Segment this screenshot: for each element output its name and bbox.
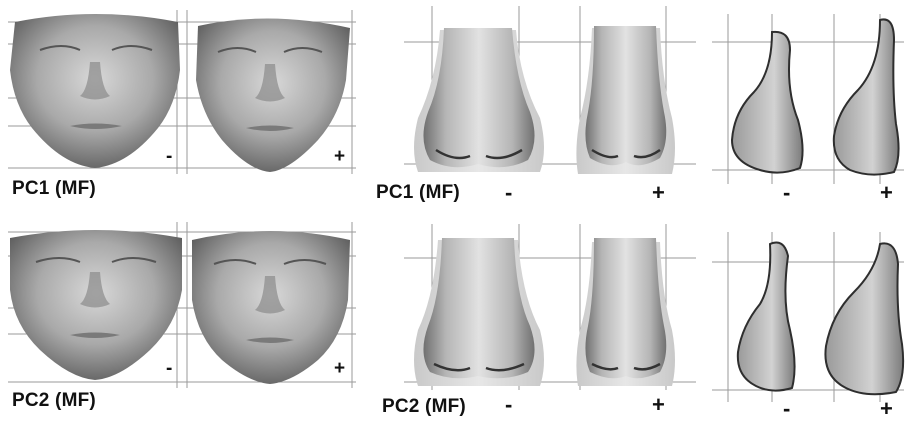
face-pc1-minus-sign: -: [166, 146, 172, 168]
nose-side-pc2-plus-sign: +: [880, 396, 893, 421]
nose-front-panel-pc1: [404, 6, 696, 174]
face-pc1-plus-sign: +: [334, 146, 345, 168]
face-pc2-label: PC2 (MF): [12, 390, 96, 412]
face-pc2-plus-sign: +: [334, 358, 345, 380]
face-pc1-label: PC1 (MF): [12, 178, 96, 200]
nose-side-pc1-plus-sign: +: [880, 180, 893, 206]
face-pc2-minus: [10, 230, 182, 380]
nose-front-panel-pc2: [404, 224, 696, 390]
nose-side-pc1-minus-sign: -: [783, 180, 790, 206]
nose-side-panel-pc1: [712, 14, 904, 184]
nose-front-pc1-plus: [576, 26, 675, 174]
nose-front-pc1-minus-sign: -: [505, 180, 512, 206]
nose-side-pc2-minus-sign: -: [783, 396, 790, 421]
face-pc2-minus-sign: -: [166, 358, 172, 380]
nose-pc2-label: PC2 (MF): [382, 396, 466, 418]
face-pc2-plus: [192, 231, 350, 384]
nose-side-pc2-minus: [738, 243, 795, 391]
nose-side-panel-pc2: [712, 232, 904, 402]
nose-side-pc1-minus: [732, 32, 803, 173]
face-pc1-minus: [10, 14, 180, 168]
face-pc1-plus: [196, 18, 350, 172]
nose-front-pc2-minus-sign: -: [505, 392, 512, 418]
nose-front-pc1-minus: [414, 28, 544, 172]
nose-front-pc1-plus-sign: +: [652, 180, 665, 206]
face-panel-pc1: [8, 10, 356, 174]
nose-side-pc2-plus: [825, 243, 903, 394]
nose-front-pc2-plus: [576, 238, 675, 386]
nose-side-pc1-plus: [834, 19, 899, 174]
nose-pc1-label: PC1 (MF): [376, 182, 460, 204]
nose-front-pc2-plus-sign: +: [652, 392, 665, 418]
nose-front-pc2-minus: [414, 238, 544, 386]
face-panel-pc2: [8, 222, 356, 388]
